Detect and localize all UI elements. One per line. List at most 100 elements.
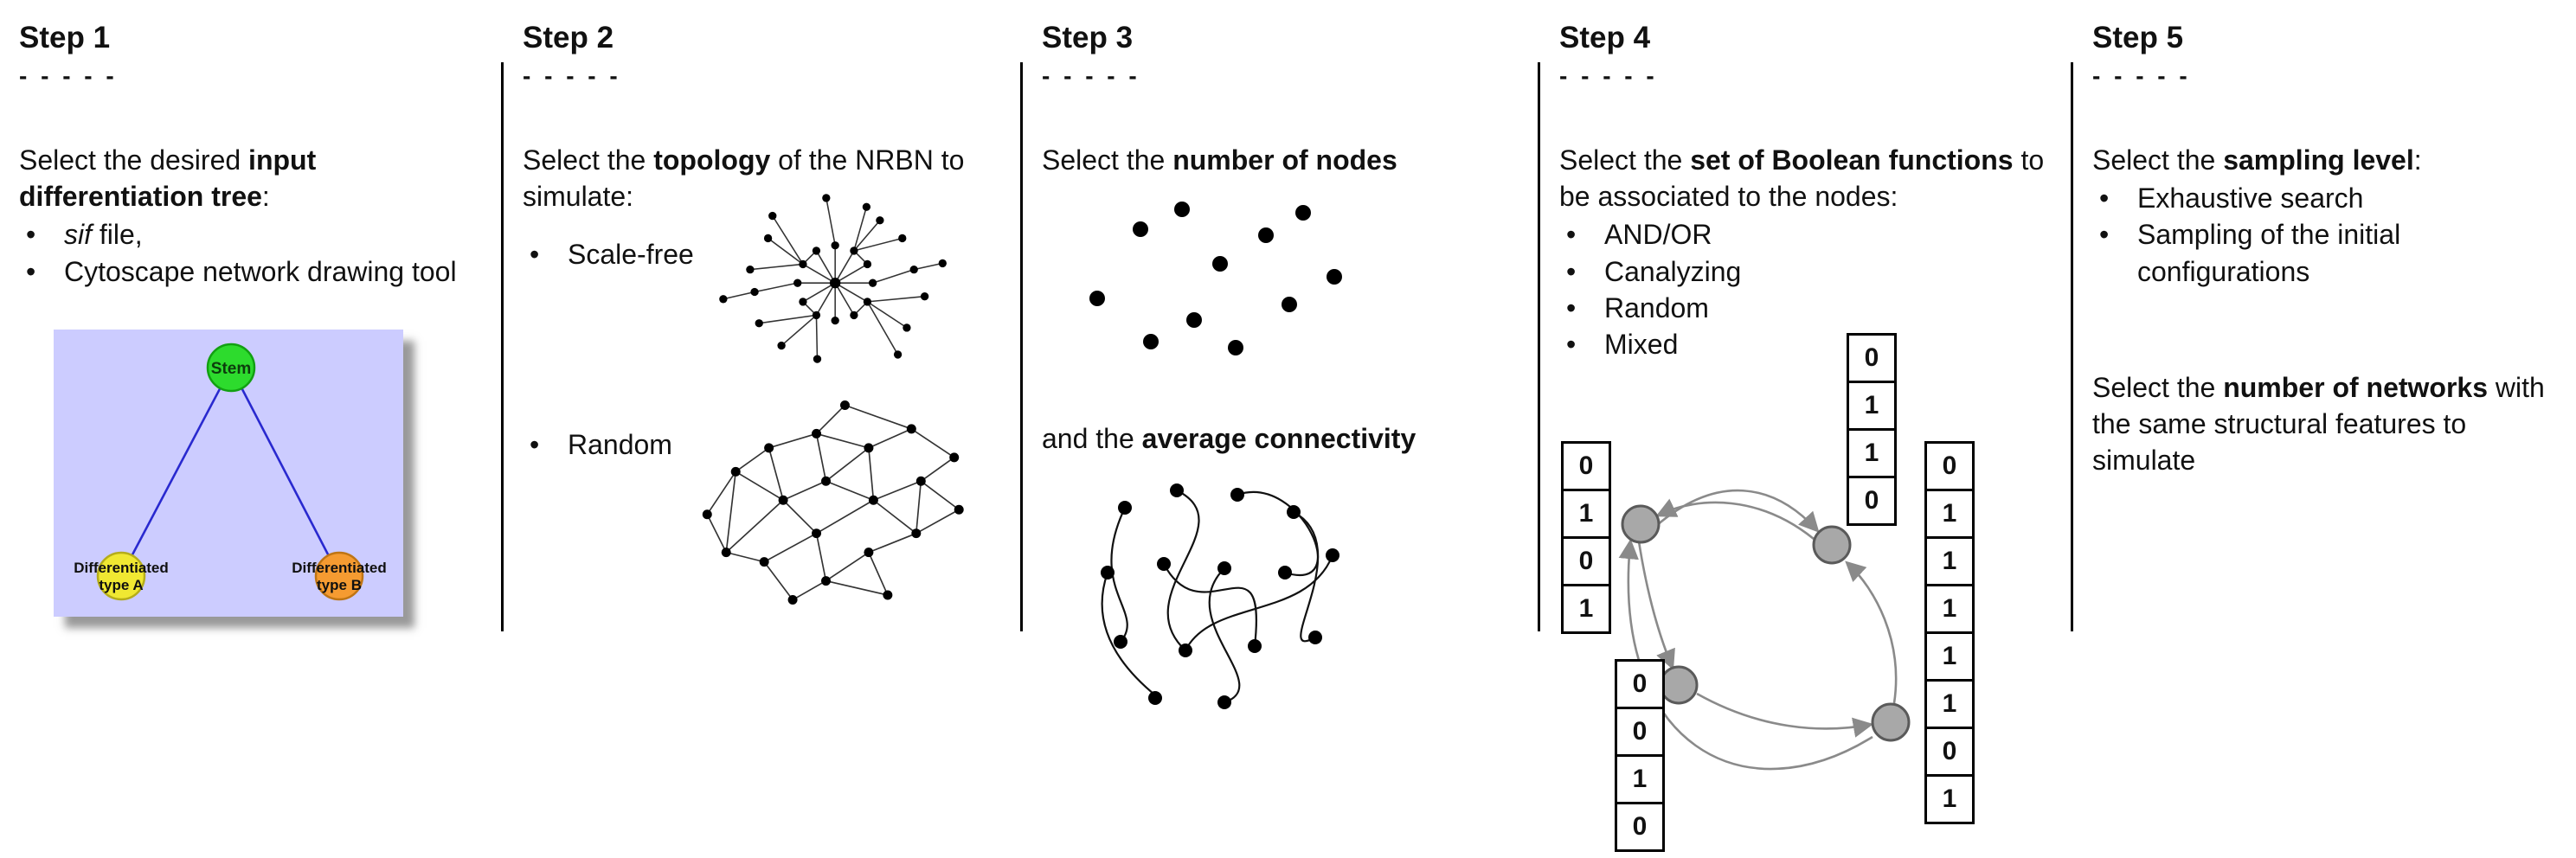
step-5-dashes: - - - - - <box>2092 62 2191 89</box>
network-node <box>1621 504 1661 544</box>
column-divider <box>1538 62 1540 631</box>
network-node <box>1659 665 1699 705</box>
step-4-bullets: • AND/OR •Canalyzing •Random •Mixed <box>1559 216 2052 362</box>
scale-free-row: • Scale-free <box>523 175 1001 382</box>
list-item: • Sampling of the initial configurations <box>2092 216 2566 289</box>
step-2-title: Step 2 <box>523 21 614 54</box>
connectivity-graphic <box>1101 483 1339 710</box>
truth-table-cell: 1 <box>1847 381 1897 431</box>
network-node <box>1812 525 1852 565</box>
truth-table-cell: 1 <box>1847 428 1897 478</box>
bullet-icon: • <box>1566 219 1577 251</box>
bullet-icon: • <box>26 219 36 251</box>
tree-edges <box>119 367 341 577</box>
list-item: •Mixed <box>1559 326 2052 362</box>
truth-table-bottom: 0 0 1 0 <box>1615 659 1665 852</box>
line-text: Select the <box>1042 144 1173 176</box>
list-item: •Canalyzing <box>1559 253 2052 290</box>
truth-table-cell: 1 <box>1924 679 1975 729</box>
step-5-intro: Select the sampling level: <box>2092 142 2566 178</box>
step-1-column: Step 1 - - - - - Select the desired inpu… <box>0 10 501 850</box>
step-5-column: Step 5 - - - - - Select the sampling lev… <box>2073 10 2576 850</box>
step-2-column: Step 2 - - - - - Select the topology of … <box>504 10 1020 850</box>
bullet-icon: • <box>1566 291 1577 323</box>
truth-table-left: 0 1 0 1 <box>1561 441 1611 634</box>
bullet-icon: • <box>530 239 540 271</box>
intro-rest: to be associated to the nodes: <box>1559 144 2045 213</box>
truth-table-cell: 0 <box>1615 802 1665 852</box>
intro-rest: : <box>2413 144 2422 176</box>
bullet-icon: • <box>1566 255 1577 287</box>
truth-table-cell: 0 <box>1615 659 1665 709</box>
type-a-label-line1: Differentiated <box>74 560 169 576</box>
type-b-label-line1: Differentiated <box>292 560 387 576</box>
bullet-label: Sampling of the initial configurations <box>2137 219 2401 287</box>
truth-table-cell: 1 <box>1924 774 1975 824</box>
list-item: • Cytoscape network drawing tool <box>19 253 482 290</box>
type-a-label-line2: type A <box>99 577 143 593</box>
random-row: • Random <box>523 391 1001 614</box>
column-divider <box>2071 62 2073 631</box>
truth-table-cell: 1 <box>1924 489 1975 539</box>
type-b-label-line2: type B <box>317 577 362 593</box>
bullet-label: Exhaustive search <box>2137 182 2364 214</box>
step-1-title: Step 1 <box>19 21 111 54</box>
bullet-label: AND/OR <box>1604 219 1712 251</box>
line-bold: average connectivity <box>1141 423 1416 455</box>
bullet-icon: • <box>2099 219 2110 251</box>
truth-table-cell: 0 <box>1924 727 1975 777</box>
differentiation-tree-image: Stem Differentiated type A Differentiate… <box>54 329 403 617</box>
step-1-intro: Select the desired input differentiation… <box>19 142 482 214</box>
step-1-bullets: • sif file, • Cytoscape network drawing … <box>19 216 482 289</box>
truth-table-cell: 0 <box>1615 707 1665 757</box>
bullet-icon: • <box>2099 182 2110 214</box>
truth-table-right: 0 1 1 1 1 1 0 1 <box>1924 441 1975 824</box>
nodes-dots-graphic <box>1089 202 1342 356</box>
bullet-icon: • <box>1566 329 1577 361</box>
intro-bold: sampling level <box>2223 144 2414 176</box>
intro-rest: of the NRBN to simulate: <box>523 144 965 213</box>
step-4-dashes: - - - - - <box>1559 62 1658 89</box>
sif-rest: file, <box>92 219 143 251</box>
type-b-node <box>314 551 364 601</box>
step-4-title: Step 4 <box>1559 21 1651 54</box>
step-2-intro: Select the topology of the NRBN to simul… <box>523 142 1001 214</box>
intro-text: Select the <box>523 144 654 176</box>
truth-table-cell: 1 <box>1924 584 1975 634</box>
step-3-title: Step 3 <box>1042 21 1134 54</box>
step-2-dashes: - - - - - <box>523 62 621 89</box>
truth-table-cell: 0 <box>1561 441 1611 491</box>
step-3-line2: and the average connectivity <box>1042 420 1519 457</box>
truth-table-cell: 0 <box>1924 441 1975 491</box>
truth-table-cell: 0 <box>1847 476 1897 526</box>
random-network-graphic <box>702 400 964 605</box>
bullet-label: Cytoscape network drawing tool <box>64 255 457 287</box>
bullet-icon: • <box>26 255 36 287</box>
step-3-dashes: - - - - - <box>1042 62 1140 89</box>
list-item: • Exhaustive search <box>2092 180 2566 216</box>
truth-table-cell: 0 <box>1847 333 1897 383</box>
step-1-dashes: - - - - - <box>19 62 118 89</box>
line-bold: number of nodes <box>1172 144 1397 176</box>
step-4-intro: Select the set of Boolean functions to b… <box>1559 142 2052 214</box>
bullet-label: Scale-free <box>568 239 694 271</box>
list-item: • Random <box>523 429 672 614</box>
step-5-paragraph-2: Select the number of networks with the s… <box>2092 369 2566 479</box>
intro-text: Select the desired <box>19 144 249 176</box>
step-5-bullets: • Exhaustive search • Sampling of the init… <box>2092 180 2566 290</box>
bullet-icon: • <box>530 429 540 461</box>
sif-word: sif <box>64 219 92 251</box>
para-bold: number of networks <box>2223 371 2489 403</box>
truth-table-cell: 1 <box>1615 754 1665 804</box>
column-divider <box>1020 62 1023 631</box>
stem-label: Stem <box>211 360 251 378</box>
truth-table-cell: 1 <box>1561 489 1611 539</box>
step-4-column: Step 4 - - - - - Select the set of Boole… <box>1540 10 2071 852</box>
differentiation-tree-graphic: Stem Differentiated type A Differentiate… <box>54 329 403 617</box>
truth-table-cell: 1 <box>1561 584 1611 634</box>
intro-colon: : <box>261 181 270 213</box>
intro-bold: set of Boolean functions <box>1690 144 2014 176</box>
boolean-network-arrows <box>1618 489 1911 771</box>
list-item: •Random <box>1559 290 2052 326</box>
